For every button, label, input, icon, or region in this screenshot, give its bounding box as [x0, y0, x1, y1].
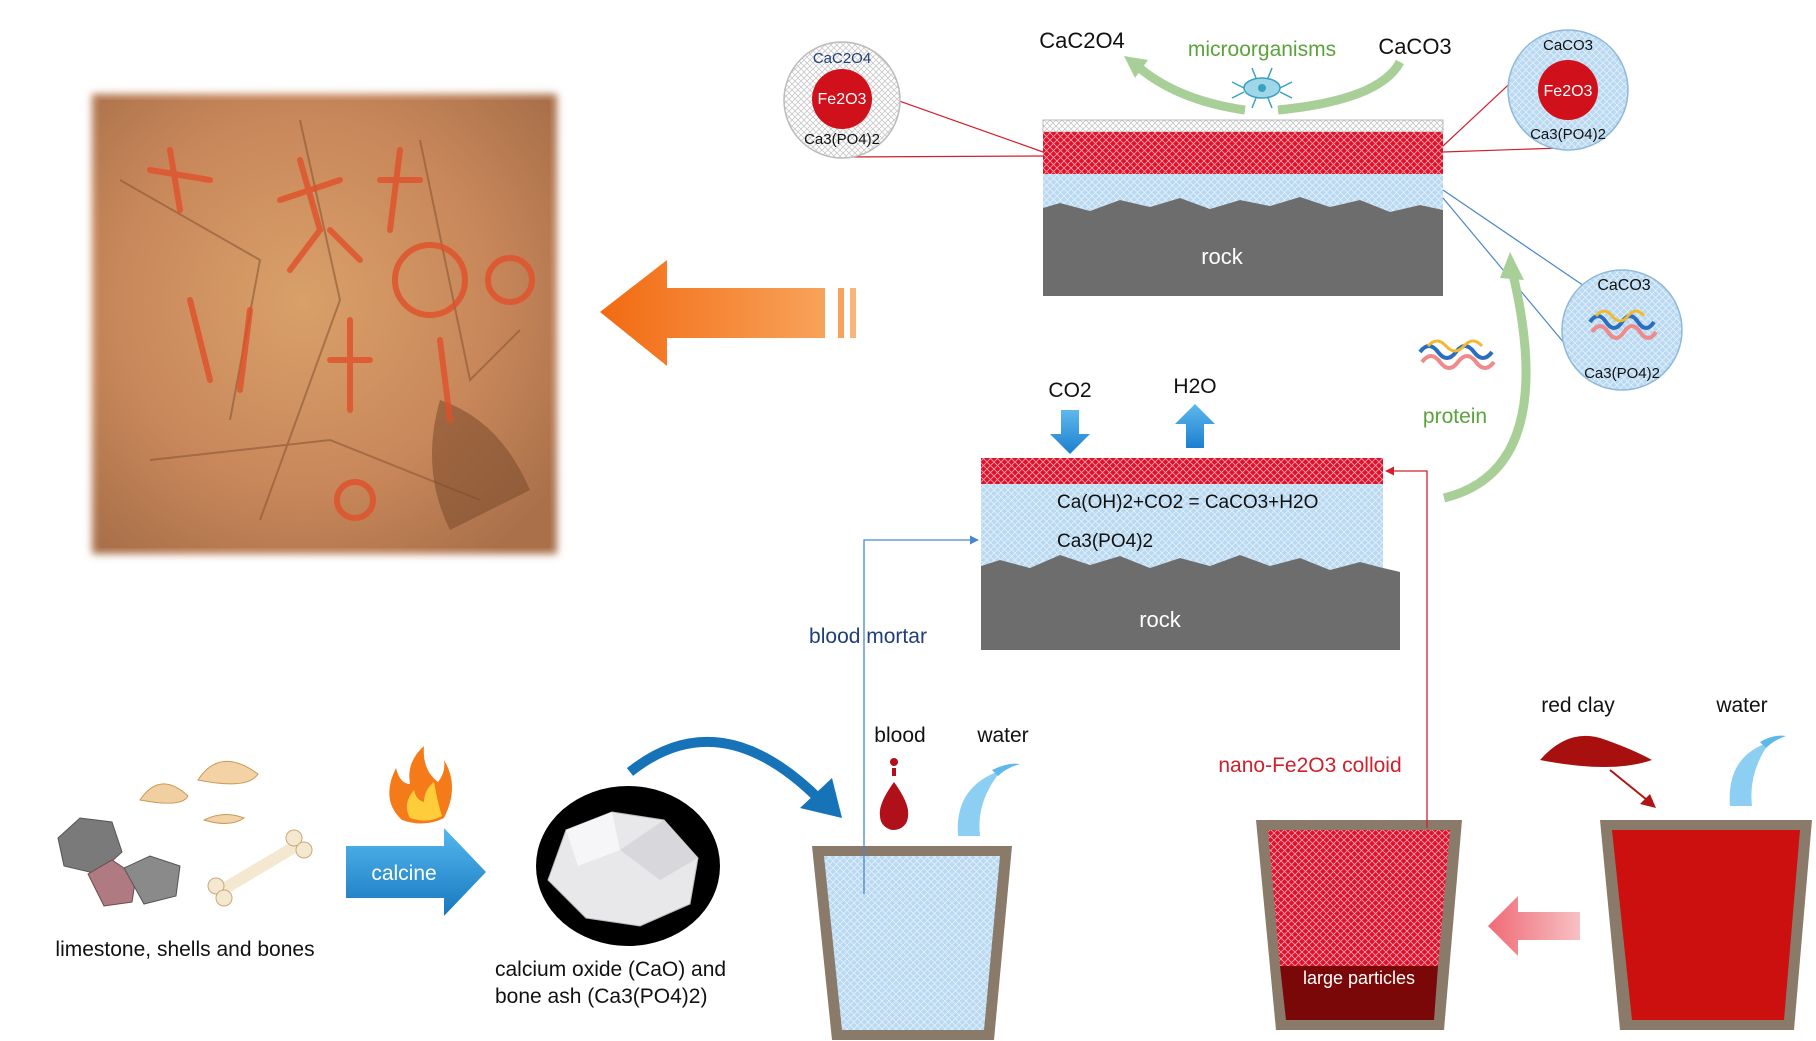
- calcine-label: calcine: [371, 862, 436, 885]
- raw-materials: limestone, shells and bones: [55, 760, 315, 961]
- fire-icon: [389, 746, 452, 824]
- blood-mortar-bucket: blood water: [812, 724, 1029, 1040]
- nano-fe2o3-bucket: large particles: [1256, 820, 1462, 1030]
- rock-art-photo: [92, 94, 557, 554]
- protein-zoom-bubble: CaCO3 Ca3(PO4)2: [1442, 189, 1683, 391]
- red-clay-label: red clay: [1541, 694, 1615, 717]
- cac2o4-label: CaC2O4: [1039, 28, 1125, 53]
- right-bubble-top: CaCO3: [1543, 37, 1593, 54]
- microorganism-icon: [1231, 67, 1293, 109]
- blood-drop-icon: [879, 758, 909, 830]
- final-layer-section: rock: [1042, 119, 1444, 296]
- blood-mortar-flow: blood mortar: [809, 535, 979, 894]
- rock-label-mid: rock: [1139, 607, 1182, 632]
- rock-label-top: rock: [1201, 244, 1244, 269]
- mortar-layer-section: Ca(OH)2+CO2 = CaCO3+H2O Ca3(PO4)2 rock: [981, 458, 1400, 650]
- right-bubble-middle: Fe2O3: [1544, 83, 1593, 100]
- nano-colloid-flow: nano-Fe2O3 colloid: [1218, 466, 1428, 828]
- red-clay-pile-icon: [1540, 735, 1656, 808]
- large-particles-label: large particles: [1303, 968, 1415, 988]
- water-splash-icon-2: [1729, 735, 1786, 806]
- protein-label: protein: [1423, 405, 1487, 428]
- right-zoom-bubble: CaCO3 Fe2O3 Ca3(PO4)2: [1442, 29, 1629, 153]
- red-clay-bucket: red clay water: [1540, 694, 1812, 1030]
- reaction-equation: Ca(OH)2+CO2 = CaCO3+H2O: [1057, 492, 1318, 513]
- left-bubble-top: CaC2O4: [813, 50, 871, 67]
- blood-label: blood: [874, 724, 925, 747]
- raw-materials-label: limestone, shells and bones: [55, 938, 314, 961]
- phosphate-label: Ca3(PO4)2: [1057, 531, 1153, 552]
- cao-product: calcium oxide (CaO) and bone ash (Ca3(PO…: [495, 786, 726, 1008]
- result-arrow: [600, 260, 856, 366]
- water-label-2: water: [1715, 694, 1767, 717]
- protein-helix-icon-2: [1418, 339, 1496, 370]
- calcine-step: calcine: [346, 746, 486, 916]
- bone-icon: [207, 829, 313, 907]
- nano-colloid-label: nano-Fe2O3 colloid: [1218, 754, 1401, 777]
- blood-mortar-label: blood mortar: [809, 625, 927, 648]
- right-bubble-bottom: Ca3(PO4)2: [1530, 126, 1606, 143]
- protein-addition: protein: [1418, 252, 1531, 503]
- protein-helix-icon: [1588, 309, 1658, 340]
- product-label-2: bone ash (Ca3(PO4)2): [495, 985, 707, 1008]
- co2-h2o-exchange: CO2 H2O: [1048, 375, 1217, 454]
- co2-label: CO2: [1048, 379, 1091, 402]
- left-zoom-bubble: CaC2O4 Fe2O3 Ca3(PO4)2: [783, 41, 1044, 159]
- settling-arrow: [1488, 896, 1580, 956]
- transfer-arrow: [626, 736, 842, 818]
- water-label-1: water: [976, 724, 1028, 747]
- left-bubble-bottom: Ca3(PO4)2: [804, 131, 880, 148]
- caco3-label: CaCO3: [1378, 34, 1451, 59]
- water-splash-icon: [957, 763, 1020, 836]
- h2o-label: H2O: [1173, 375, 1216, 398]
- protein-bubble-bottom: Ca3(PO4)2: [1584, 365, 1660, 382]
- protein-bubble-top: CaCO3: [1597, 277, 1650, 294]
- microorganisms-label: microorganisms: [1188, 38, 1336, 61]
- microorganism-conversion: microorganisms CaC2O4 CaCO3: [1039, 28, 1452, 115]
- left-bubble-middle: Fe2O3: [818, 91, 867, 108]
- product-label-1: calcium oxide (CaO) and: [495, 958, 726, 981]
